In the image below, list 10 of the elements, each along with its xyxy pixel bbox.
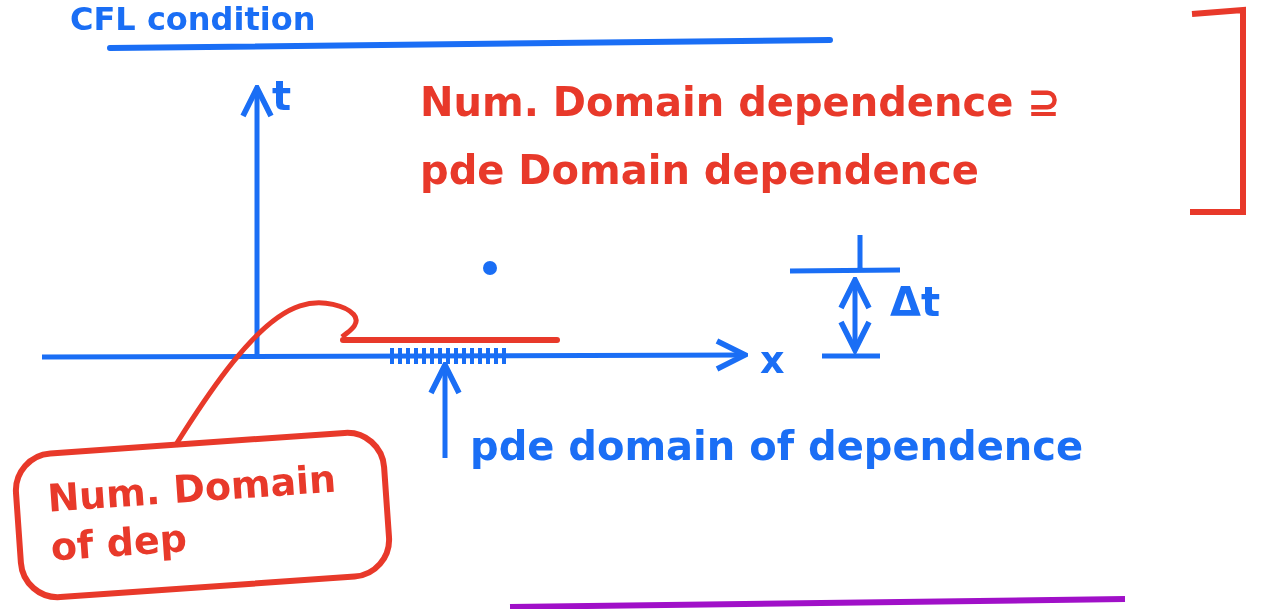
axis-label: x [760, 337, 786, 384]
title: CFL condition [70, 0, 316, 39]
annotation-text: Num. Domain dependence ⊇ pde Domain dependence [420, 78, 1062, 195]
axis-label: t [272, 72, 293, 121]
dimension-label: Δt [890, 278, 942, 327]
callout-box [10, 427, 395, 603]
callout-text: Num. Domain of dep [45, 455, 339, 572]
numerical-domain-segment [340, 337, 560, 343]
arrow [428, 362, 462, 458]
annotation-text: pde domain of dependence [470, 422, 1190, 492]
